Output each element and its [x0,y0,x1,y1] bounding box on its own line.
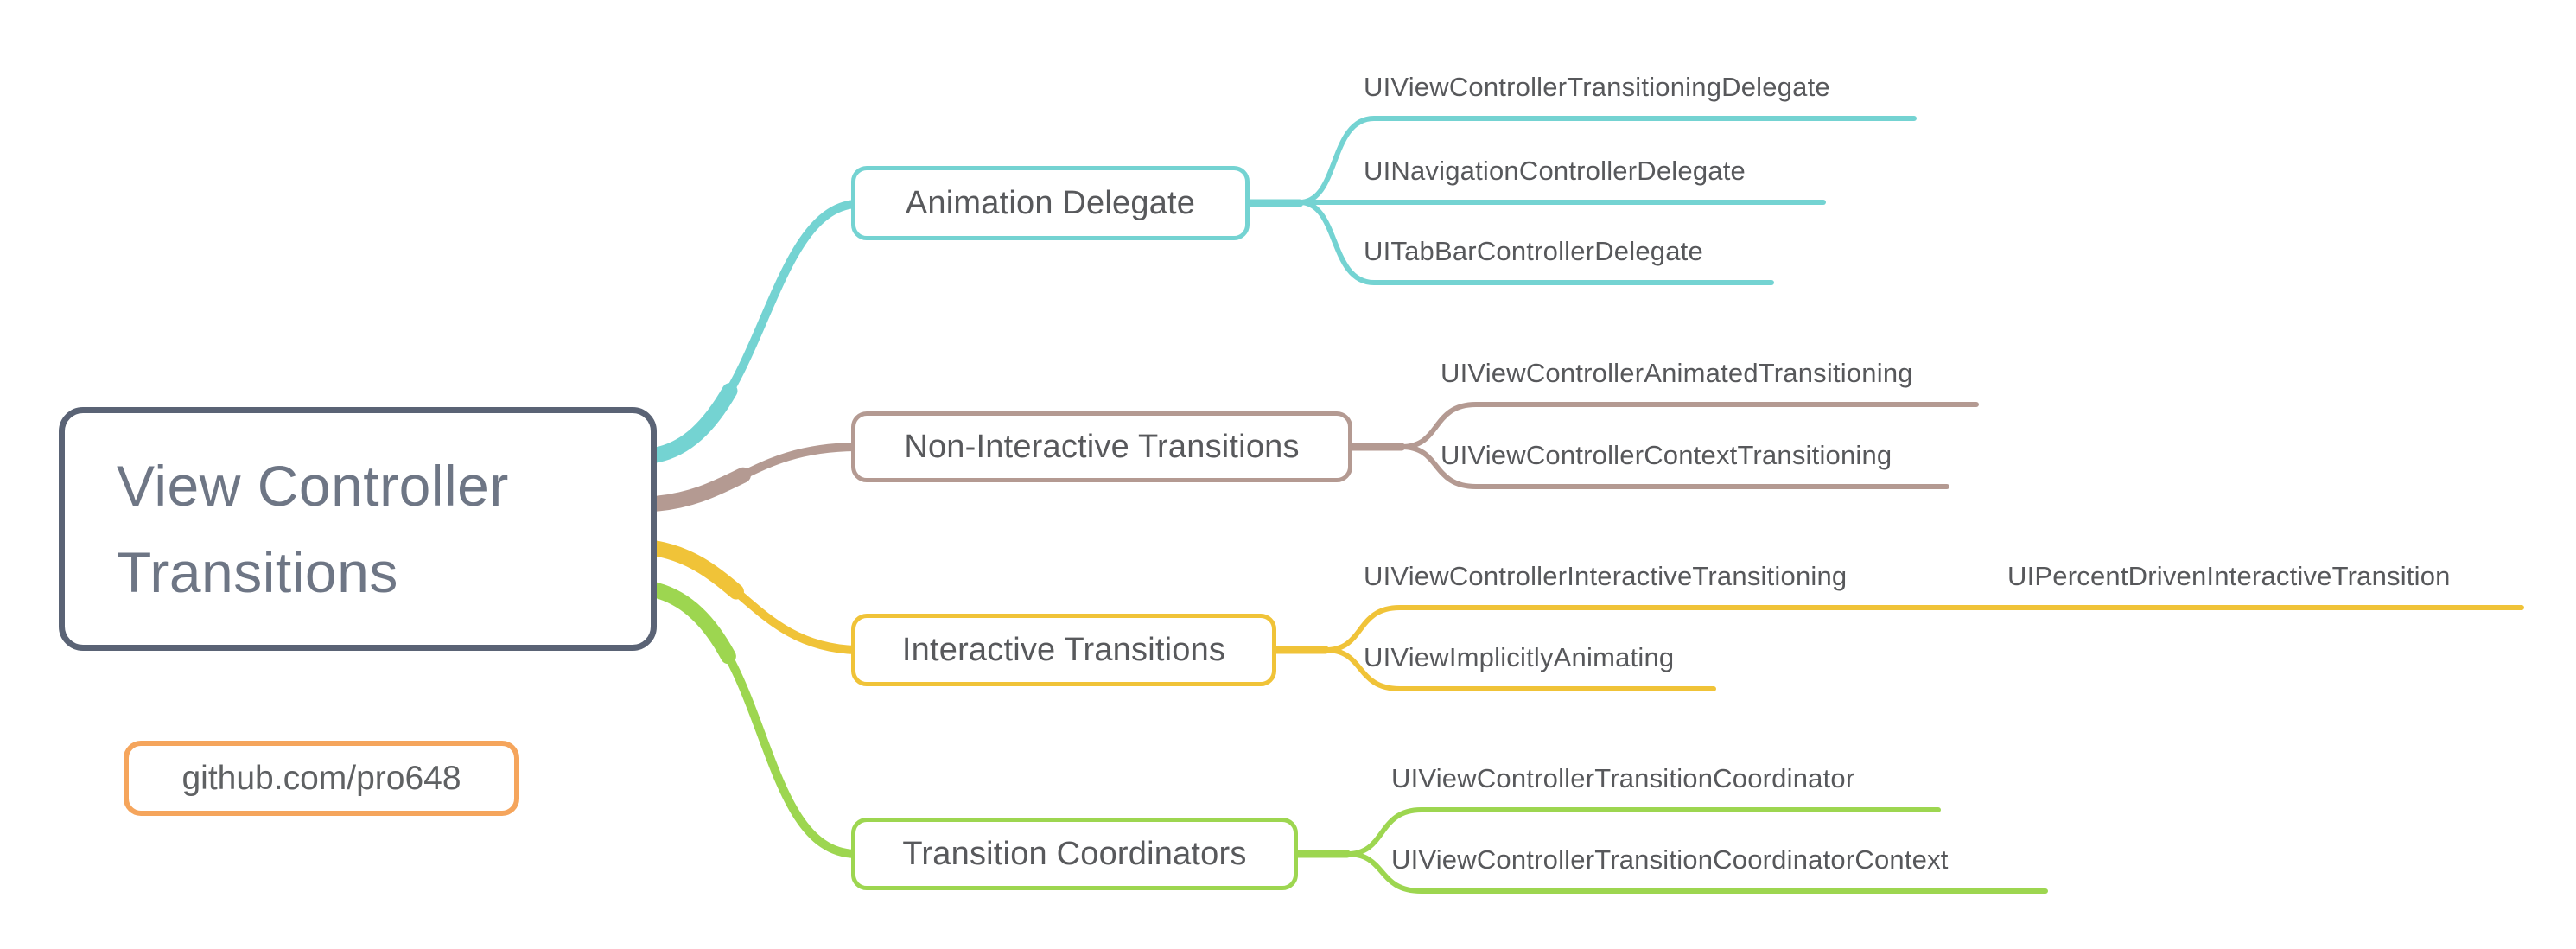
branch-node-non-interactive-transitions[interactable]: Non-Interactive Transitions [851,411,1352,482]
branch-animation-delegate-trunk-line [649,200,860,460]
child-line-context-transitioning [1399,444,1949,489]
branch-node-animation-delegate-label: Animation Delegate [905,184,1196,221]
branch-interactive-trunk-taper [646,540,863,658]
branch-coordinators-trunk-taper [646,582,863,862]
child-node-animated-transitioning[interactable]: UIViewControllerAnimatedTransitioning [1441,358,1913,388]
branch-node-transition-coordinators-label: Transition Coordinators [902,835,1247,872]
root-node-label: View Controller Transitions [117,454,509,604]
branch-node-animation-delegate[interactable]: Animation Delegate [851,166,1250,240]
branch-node-transition-coordinators[interactable]: Transition Coordinators [851,818,1298,890]
child-node-navigation-controller-delegate[interactable]: UINavigationControllerDelegate [1364,156,1746,186]
child-line-tabbar-controller-delegate [1297,200,1774,285]
child-line-implicitly-animating [1323,647,1716,691]
github-badge-label: github.com/pro648 [181,759,461,797]
child-line-transitioning-delegate [1297,116,1917,205]
child-node-transition-coordinator[interactable]: UIViewControllerTransitionCoordinator [1391,763,1855,793]
branch-node-interactive-transitions[interactable]: Interactive Transitions [851,614,1276,686]
child-node-context-transitioning[interactable]: UIViewControllerContextTransitioning [1441,440,1892,470]
branch-animation-delegate-trunk-taper [646,196,863,463]
child-line-animated-transitioning [1399,402,1979,449]
child-node-implicitly-animating[interactable]: UIViewImplicitlyAnimating [1364,642,1675,672]
root-node[interactable]: View Controller Transitions [59,407,657,651]
child-node-percent-driven-interactive-transition[interactable]: UIPercentDrivenInteractiveTransition [2007,561,2451,591]
child-node-transition-coordinator-context[interactable]: UIViewControllerTransitionCoordinatorCon… [1391,844,1949,875]
branch-node-non-interactive-transitions-label: Non-Interactive Transitions [904,428,1300,465]
child-line-transition-coordinator-context [1345,851,2048,894]
child-node-tabbar-controller-delegate[interactable]: UITabBarControllerDelegate [1364,236,1703,266]
child-line-interactive-transitioning [1323,605,2524,653]
branch-coordinators-trunk-line [649,585,860,858]
child-line-transition-coordinator [1345,807,1941,857]
github-badge[interactable]: github.com/pro648 [124,741,519,816]
child-node-interactive-transitioning[interactable]: UIViewControllerInteractiveTransitioning [1364,561,1848,591]
branch-non-interactive-trunk-taper [646,439,863,512]
branch-node-interactive-transitions-label: Interactive Transitions [901,631,1226,668]
child-node-transitioning-delegate[interactable]: UIViewControllerTransitioningDelegate [1364,72,1830,102]
